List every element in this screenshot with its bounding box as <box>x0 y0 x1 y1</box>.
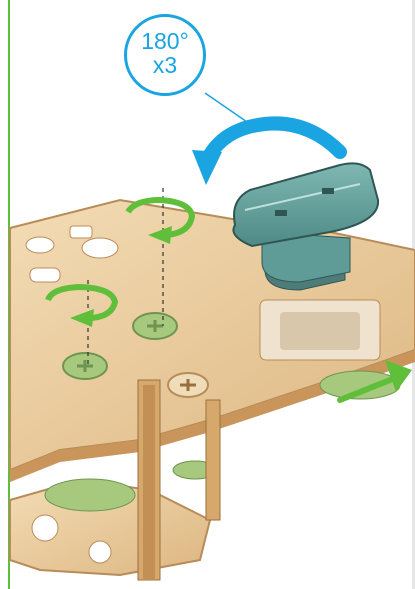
rotation-repeat-label: x3 <box>127 53 203 77</box>
rotation-angle-label: 180° <box>127 29 203 53</box>
rotation-callout: 180° x3 <box>124 14 206 96</box>
